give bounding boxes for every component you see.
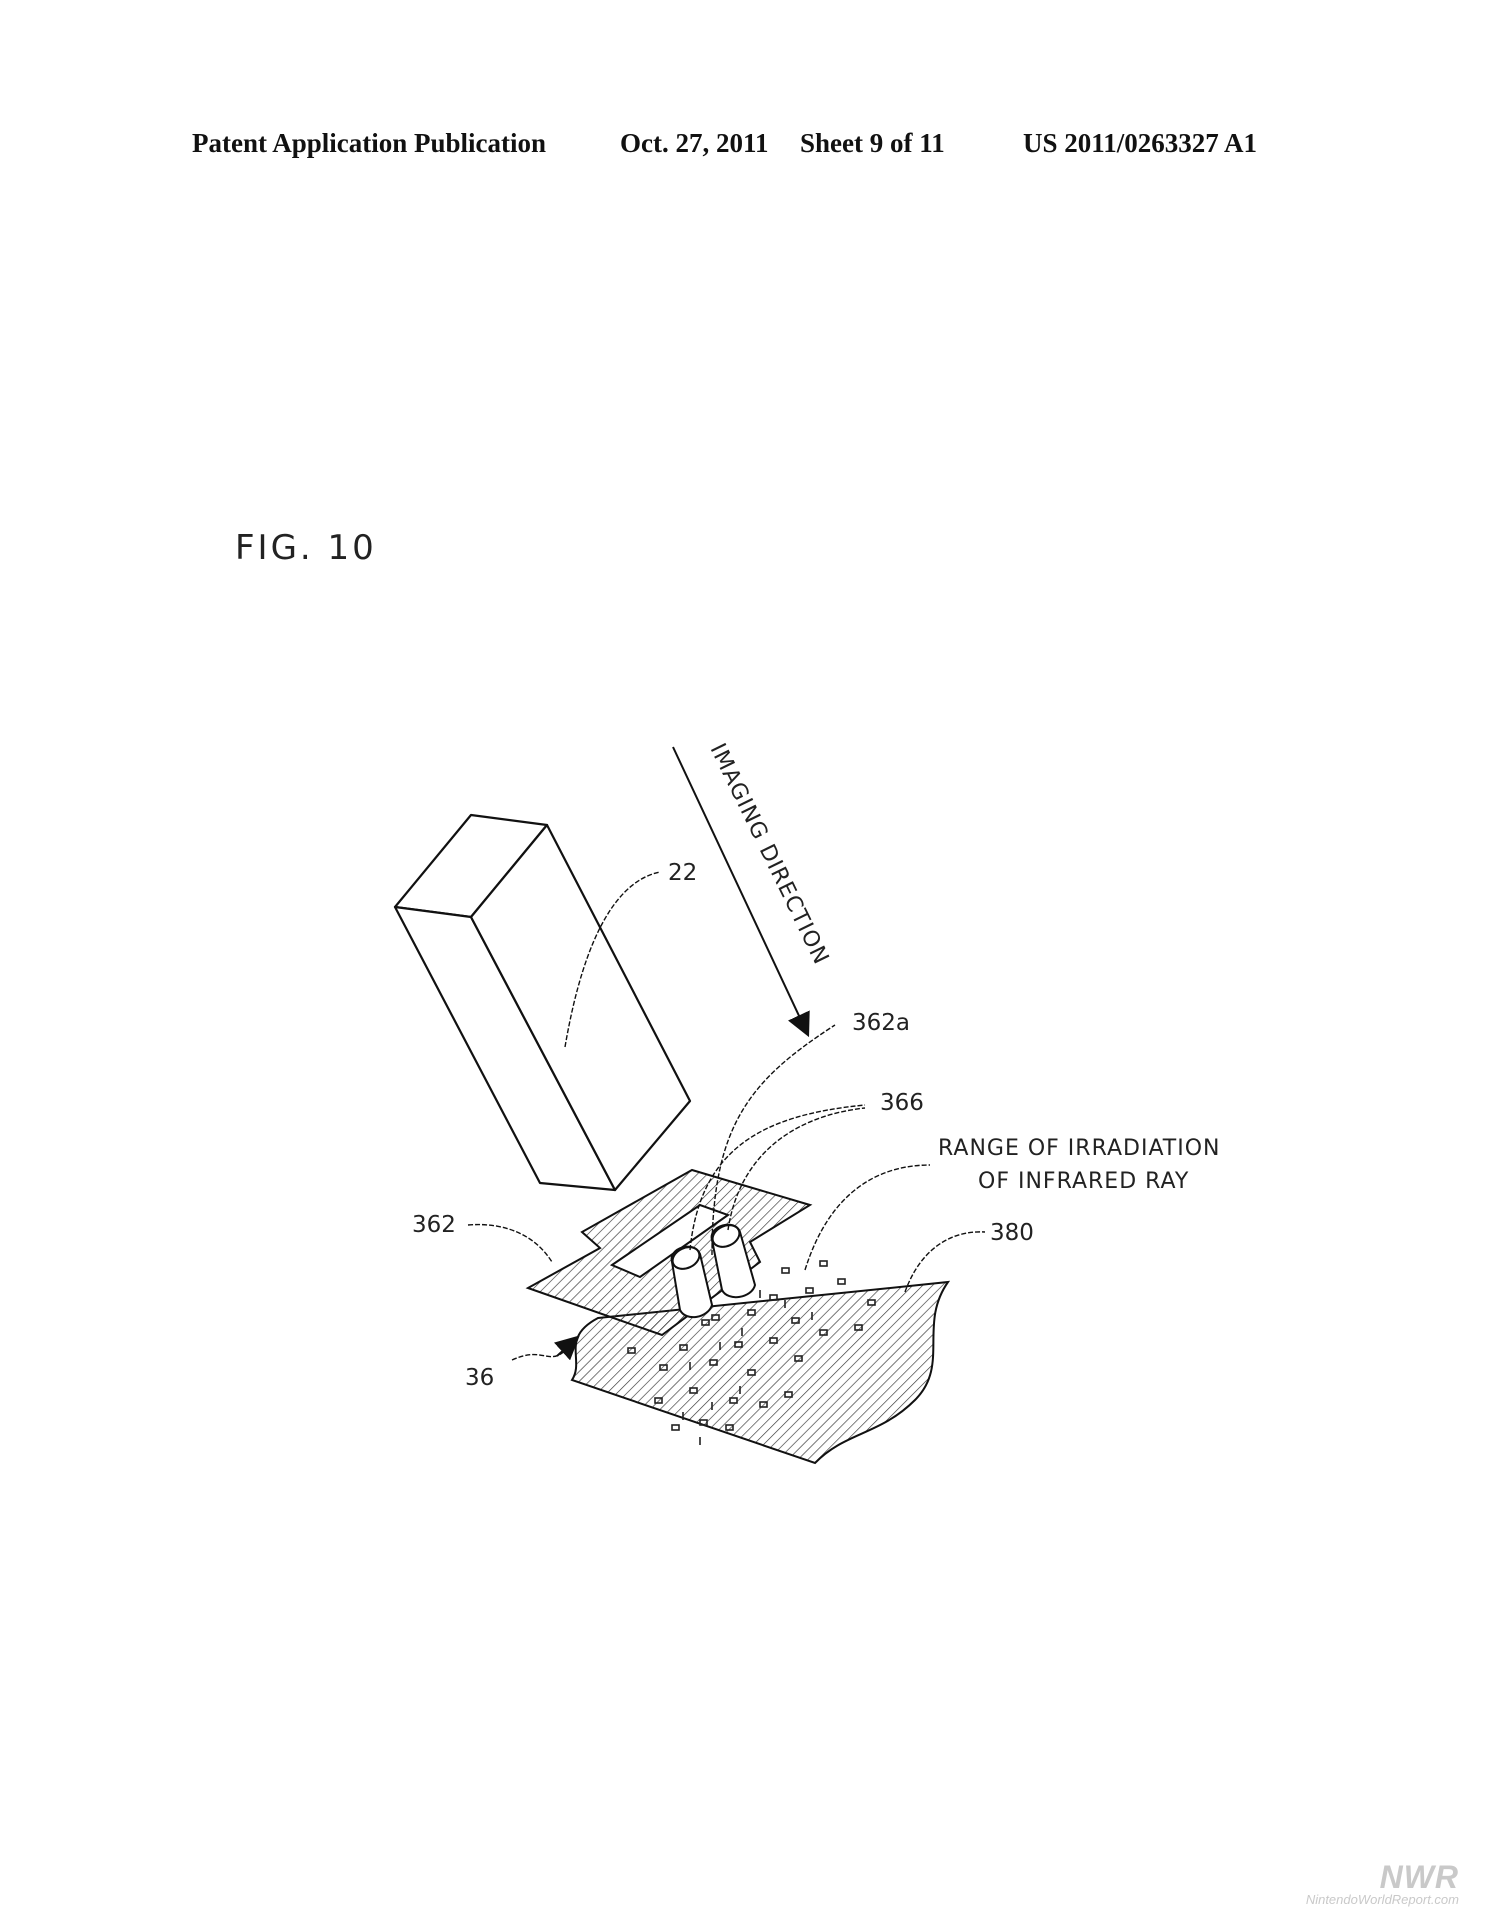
watermark-site: NintendoWorldReport.com — [1305, 1892, 1459, 1907]
sheet-number: Sheet 9 of 11 — [800, 128, 945, 158]
arrow-36 — [553, 1335, 580, 1361]
ref-label-362a: 362a — [852, 1010, 910, 1036]
irradiation-label-line1: RANGE OF IRRADIATION — [938, 1136, 1221, 1161]
leader-380 — [904, 1231, 986, 1293]
leader-22 — [564, 871, 661, 1048]
leader-366b — [727, 1107, 866, 1231]
ref-label-22: 22 — [668, 860, 697, 886]
figure-label: FIG. 10 — [235, 528, 377, 568]
infrared-ticks — [682, 1290, 813, 1445]
publication-title: Patent Application Publication — [192, 128, 547, 158]
ref-label-366: 366 — [880, 1090, 924, 1116]
irradiation-label-line2: OF INFRARED RAY — [978, 1169, 1189, 1194]
imaging-direction-arrow — [672, 746, 810, 1038]
publication-date: Oct. 27, 2011 — [620, 128, 769, 158]
camera-22 — [393, 813, 692, 1192]
ref-label-380: 380 — [990, 1220, 1034, 1246]
patent-header: Patent Application Publication Oct. 27, … — [0, 128, 1489, 168]
slot-362a — [609, 1203, 731, 1279]
infrared-marks — [627, 1260, 876, 1431]
ref-label-36: 36 — [465, 1365, 494, 1391]
watermark: NWR NintendoWorldReport.com — [1306, 1861, 1459, 1906]
leader-362a — [711, 1024, 836, 1256]
leader-irradiation — [804, 1164, 931, 1271]
watermark-logo: NWR — [1379, 1859, 1459, 1895]
ref-label-362: 362 — [412, 1212, 456, 1238]
leader-362 — [467, 1223, 553, 1263]
leds-366 — [670, 1223, 757, 1319]
leader-366a — [689, 1104, 866, 1251]
patent-number: US 2011/0263327 A1 — [1023, 128, 1258, 158]
